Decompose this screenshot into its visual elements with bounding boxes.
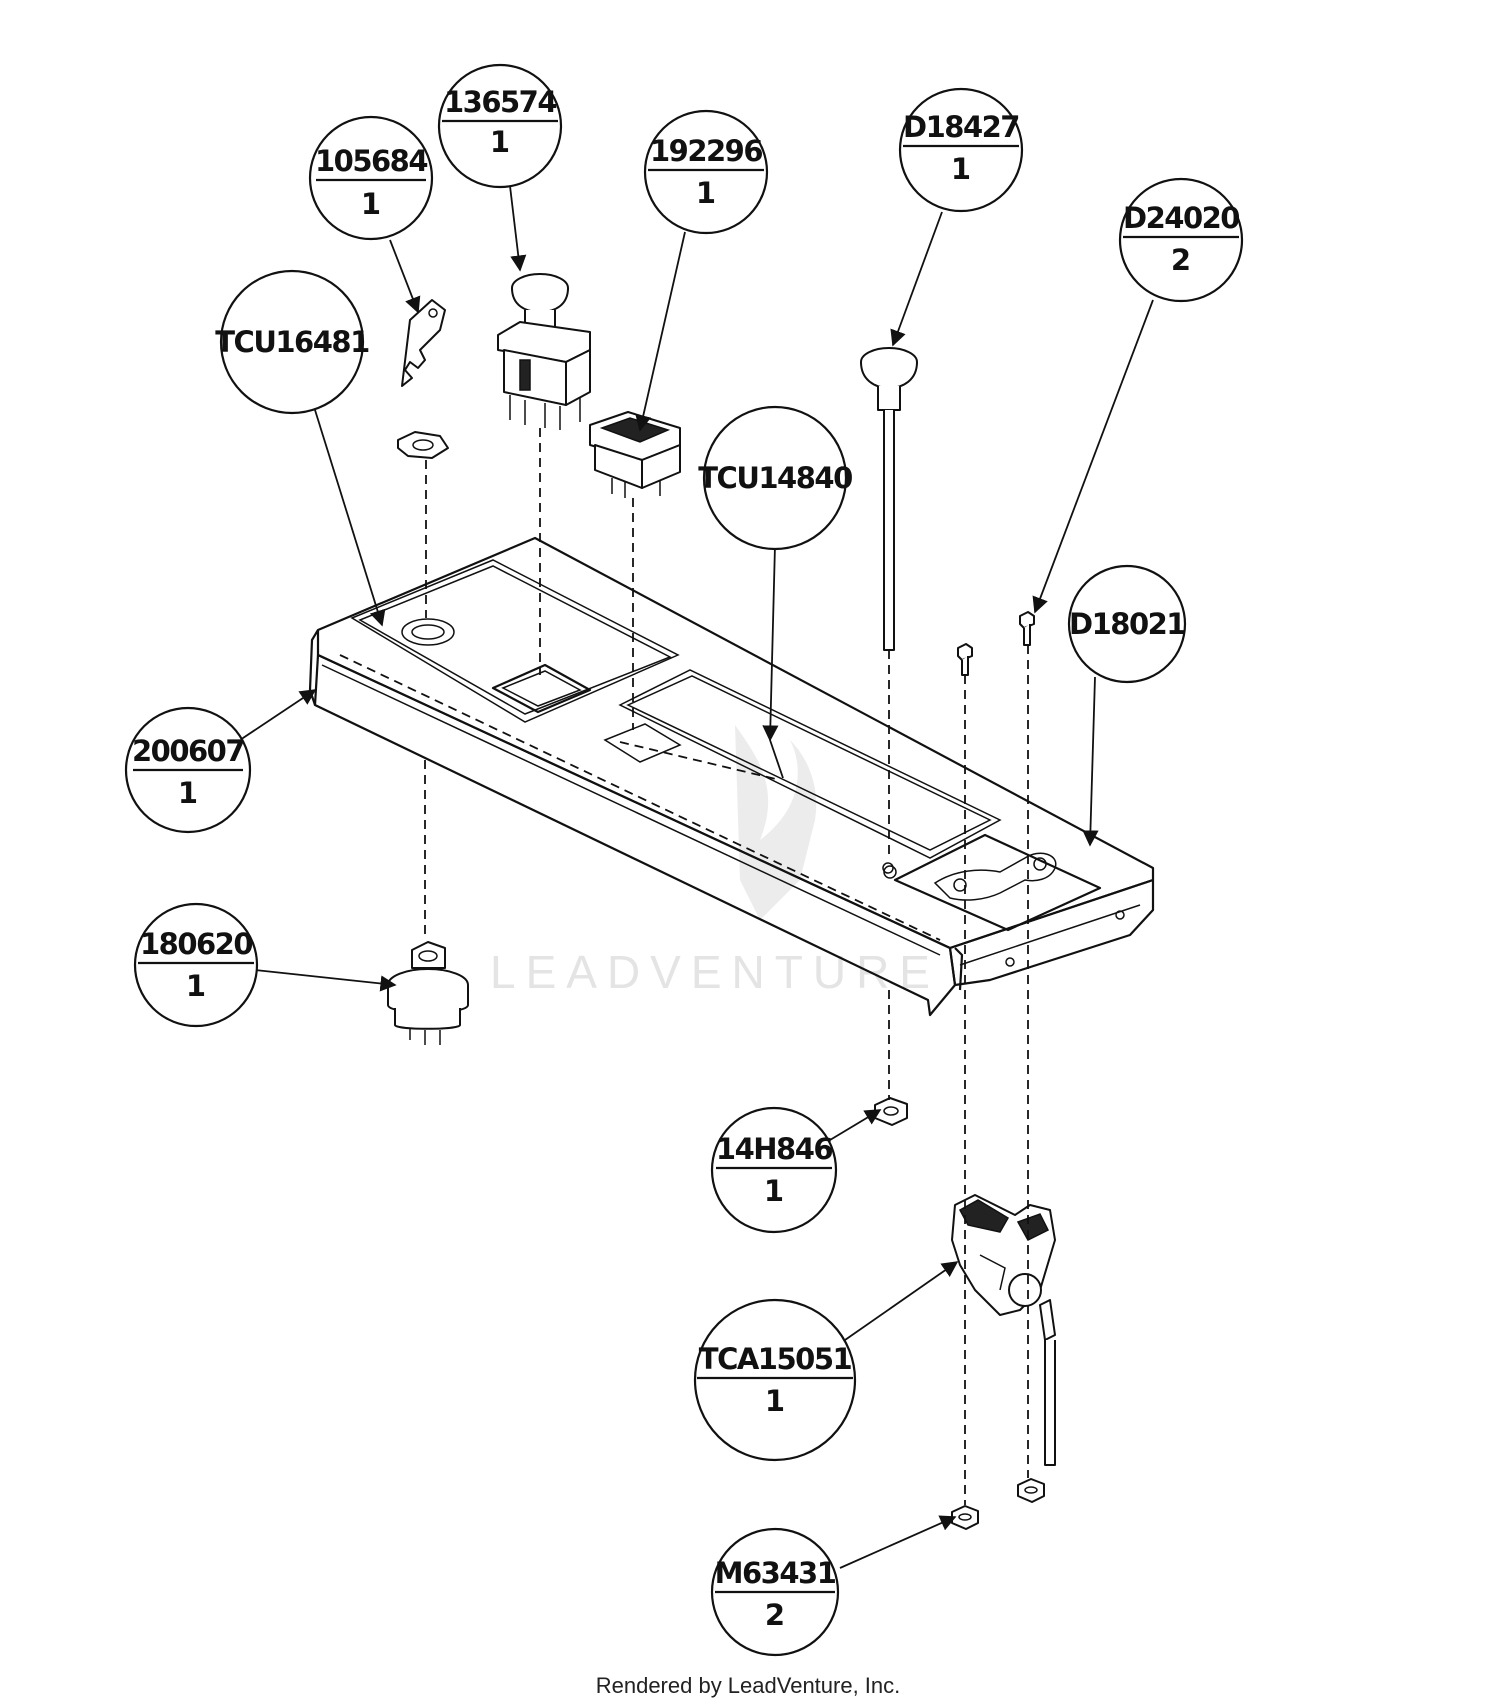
callout-D24020: D24020 2: [1118, 177, 1244, 303]
callout-M63431: M63431 2: [710, 1527, 840, 1657]
dash-panel: [308, 536, 1155, 1017]
callout-part-number: 14H846: [716, 1132, 832, 1166]
watermark-text: LEADVENTURE: [490, 946, 940, 998]
callout-part-number: 136574: [444, 85, 556, 119]
callout-quantity: 1: [765, 1384, 785, 1418]
callout-D18427: D18427 1: [898, 87, 1024, 213]
callout-part-number: D18427: [903, 110, 1019, 144]
hex-nut-part: [874, 1097, 908, 1126]
callout-TCU16481: TCU16481: [215, 269, 371, 415]
callout-part-number: TCU14840: [698, 461, 852, 495]
callout-quantity: 1: [178, 776, 198, 810]
callout-part-number: D24020: [1123, 201, 1239, 235]
callout-D18021: D18021: [1067, 564, 1187, 684]
callout-TCU14840: TCU14840: [698, 405, 854, 551]
throttle-cable-part: [860, 347, 918, 651]
key-part: [401, 299, 446, 387]
callout-part-number: 192296: [650, 134, 762, 168]
callout-quantity: 1: [696, 176, 716, 210]
callout-200607: 200607 1: [124, 706, 252, 834]
callout-part-number: 105684: [315, 144, 427, 178]
callout-quantity: 1: [951, 152, 971, 186]
callout-part-number: TCU16481: [215, 325, 369, 359]
callout-TCA15051: TCA15051 1: [693, 1298, 857, 1462]
callout-part-number: TCA15051: [699, 1342, 852, 1376]
render-credit: Rendered by LeadVenture, Inc.: [596, 1673, 901, 1698]
callout-14H846: 14H846 1: [710, 1106, 838, 1234]
callout-105684: 105684 1: [308, 115, 434, 241]
callout-part-number: D18021: [1069, 607, 1185, 641]
rocker-switch-part: [589, 411, 681, 498]
callout-part-number: 180620: [140, 927, 252, 961]
callout-quantity: 2: [1171, 243, 1191, 277]
callout-quantity: 2: [765, 1598, 785, 1632]
callout-quantity: 1: [764, 1174, 784, 1208]
leader-lines: [239, 185, 1154, 1569]
reference-lines: [424, 428, 1029, 1505]
callout-quantity: 1: [361, 187, 381, 221]
seat-switch-assembly-part: [951, 1194, 1056, 1466]
callout-quantity: 1: [186, 969, 206, 1003]
ignition-switch-part: [387, 941, 469, 1045]
callout-part-number: 200607: [132, 734, 244, 768]
callout-192296: 192296 1: [643, 109, 769, 235]
callout-part-number: M63431: [715, 1556, 836, 1590]
key-nut-part: [397, 431, 449, 459]
bolt-parts: [882, 611, 1035, 874]
pto-switch-part: [497, 273, 591, 430]
callout-136574: 136574 1: [437, 63, 563, 189]
callout-quantity: 1: [490, 125, 510, 159]
callout-180620: 180620 1: [133, 902, 259, 1028]
